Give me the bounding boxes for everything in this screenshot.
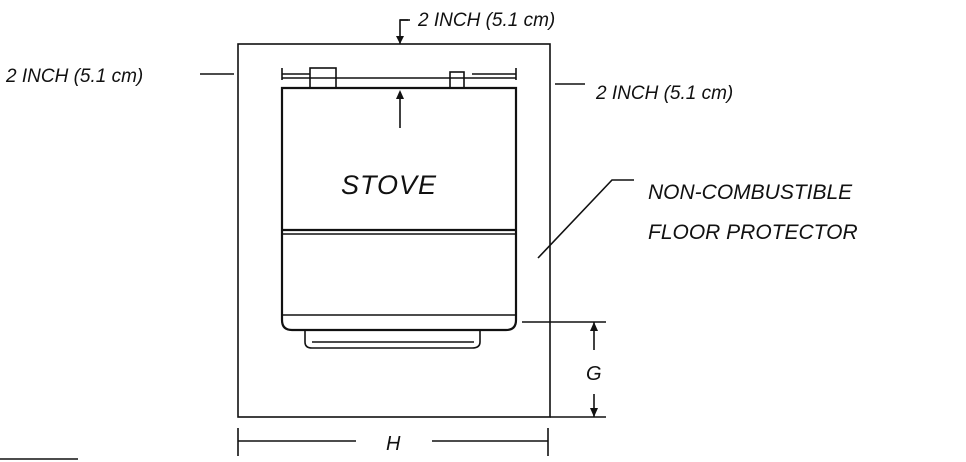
stove-right-foot	[449, 71, 465, 89]
floor-protector-outline	[237, 43, 551, 418]
stove-body	[280, 86, 518, 332]
dimension-g-label: G	[586, 363, 602, 385]
stove-label: STOVE	[341, 170, 437, 200]
protector-leader	[537, 179, 634, 259]
g-arrow-up	[590, 322, 598, 331]
stove-ash-drawer	[304, 330, 481, 349]
top-arrow-down	[396, 36, 404, 44]
clearance-top-label: 2 INCH (5.1 cm)	[417, 10, 555, 31]
top-arrow-up	[396, 90, 404, 99]
clearance-left-label: 2 INCH (5.1 cm)	[5, 66, 143, 87]
g-arrow-down	[590, 408, 598, 417]
dimension-h-label: H	[386, 433, 401, 455]
clearance-right-label: 2 INCH (5.1 cm)	[595, 83, 733, 104]
protector-label-line1: NON-COMBUSTIBLE	[648, 181, 853, 204]
protector-label-line2: FLOOR PROTECTOR	[648, 221, 858, 244]
